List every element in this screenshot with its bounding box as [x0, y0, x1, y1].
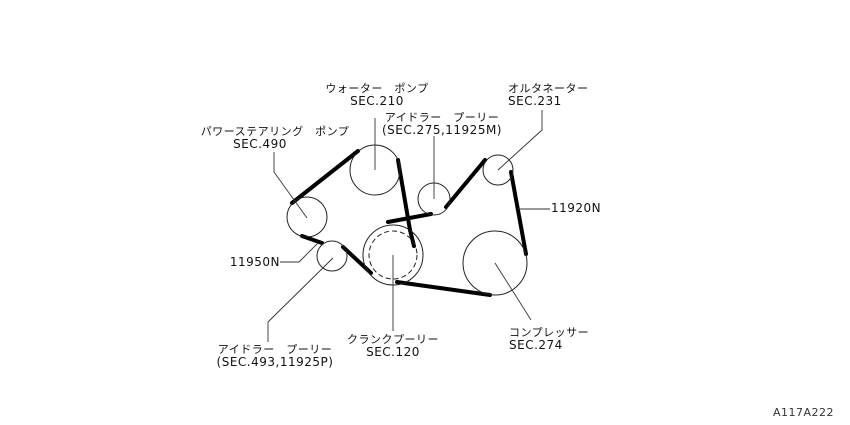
compressor-sec: SEC.274 — [509, 338, 563, 352]
crank-name: クランクプーリー — [347, 333, 439, 346]
power-steering-name: パワーステアリング ポンプ — [200, 125, 350, 138]
power-steering-sec: SEC.490 — [233, 137, 287, 151]
idler-upper-label: アイドラー プーリー (SEC.275,11925M) — [372, 111, 512, 137]
water-pump-sec: SEC.210 — [350, 94, 404, 108]
compressor-label: コンプレッサー SEC.274 — [509, 326, 589, 352]
belt-11950n-label: 11950N — [229, 255, 280, 269]
water-pump-name: ウォーター ポンプ — [325, 82, 429, 95]
figure-id: A117A222 — [773, 406, 835, 419]
belt-11920n-label: 11920N — [551, 201, 602, 215]
belt-11950n — [290, 149, 416, 275]
idler-lower-sec: (SEC.493,11925P) — [216, 355, 334, 369]
crank-sec: SEC.120 — [366, 345, 420, 359]
idler-lower-name: アイドラー プーリー — [217, 343, 333, 356]
crank-pulley-inner — [368, 230, 418, 280]
idler-upper-sec: (SEC.275,11925M) — [381, 123, 502, 137]
alternator-sec: SEC.231 — [508, 94, 562, 108]
idler-lower-label: アイドラー プーリー (SEC.493,11925P) — [205, 343, 345, 369]
water-pump-label: ウォーター ポンプ SEC.210 — [318, 82, 436, 108]
idler-pulley-lower — [316, 240, 348, 272]
power-steering-pulley — [286, 196, 328, 238]
idler-upper-name: アイドラー プーリー — [384, 111, 500, 124]
alternator-name: オルタネーター — [508, 82, 589, 95]
belt-11920n — [386, 158, 528, 297]
alternator-pulley — [482, 154, 514, 186]
leader-lines — [267, 110, 550, 342]
compressor-pulley — [462, 230, 528, 296]
power-steering-label: パワーステアリング ポンプ SEC.490 — [190, 125, 360, 151]
crank-label: クランクプーリー SEC.120 — [343, 333, 443, 359]
alternator-label: オルタネーター SEC.231 — [508, 82, 589, 108]
compressor-name: コンプレッサー — [509, 326, 590, 339]
